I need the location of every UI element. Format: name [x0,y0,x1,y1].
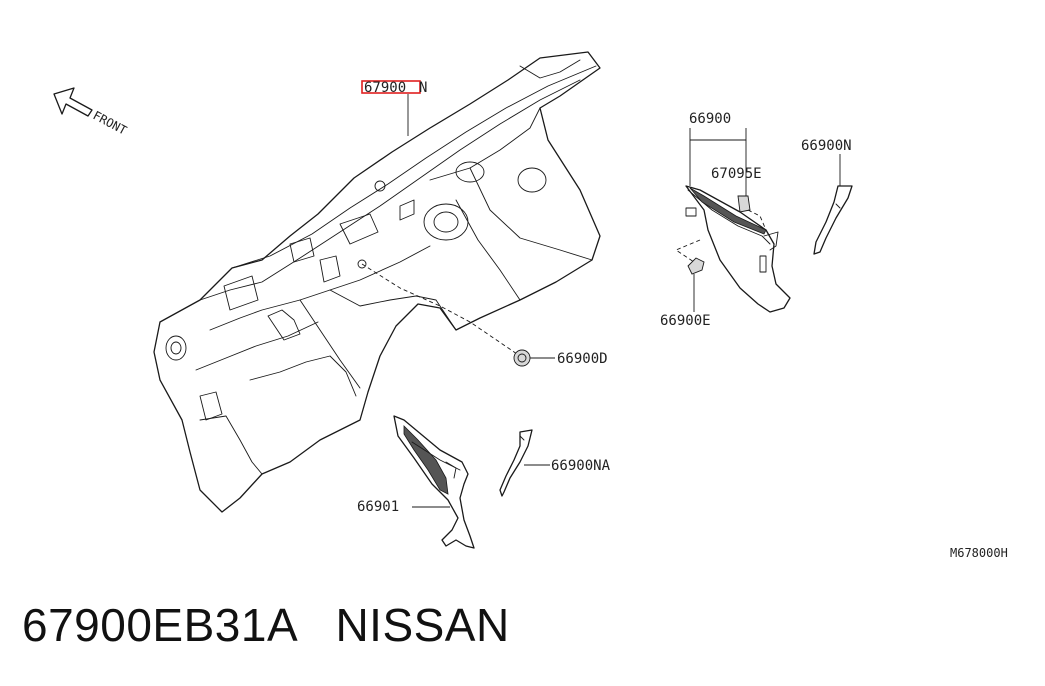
side-trim-66900 [675,185,791,313]
callout-67900-suffix: N [419,80,427,96]
clip-66900E [687,257,705,275]
brand-name: NISSAN [335,599,510,651]
callout-66900D[interactable]: 66900D [530,351,608,367]
front-label: FRONT [91,108,129,137]
callout-67095E[interactable]: 67095E [711,140,762,196]
callout-66900D-label: 66900D [557,351,608,367]
dash-panel-insulator [153,51,601,513]
front-arrow-icon [53,87,93,117]
callout-66900-label: 66900 [689,111,731,127]
grommet-66900D [513,349,531,367]
callout-66900E-label: 66900E [660,313,711,329]
callout-66900N[interactable]: 66900N [801,138,852,186]
trim-strip-66900N [813,185,853,255]
part-caption: 67900EB31A NISSAN [22,598,510,652]
highlight-box [361,80,421,94]
callout-66901-label: 66901 [357,499,399,515]
trim-strip-66900NA [499,429,533,497]
part-number: 67900EB31A [22,599,296,651]
callout-66900NA-label: 66900NA [551,458,611,474]
lower-trim-66901 [393,415,475,549]
diagram-reference-code: M678000H [950,546,1008,560]
callout-66900E[interactable]: 66900E [660,274,711,329]
callout-66900NA[interactable]: 66900NA [524,458,611,474]
callout-66901[interactable]: 66901 [357,499,450,515]
callout-66900N-label: 66900N [801,138,852,154]
callout-67095E-label: 67095E [711,166,762,182]
callout-66900[interactable]: 66900 [689,111,747,186]
callout-67900[interactable]: 67900 N [361,80,427,136]
callout-67900-number: 67900 [364,80,406,96]
